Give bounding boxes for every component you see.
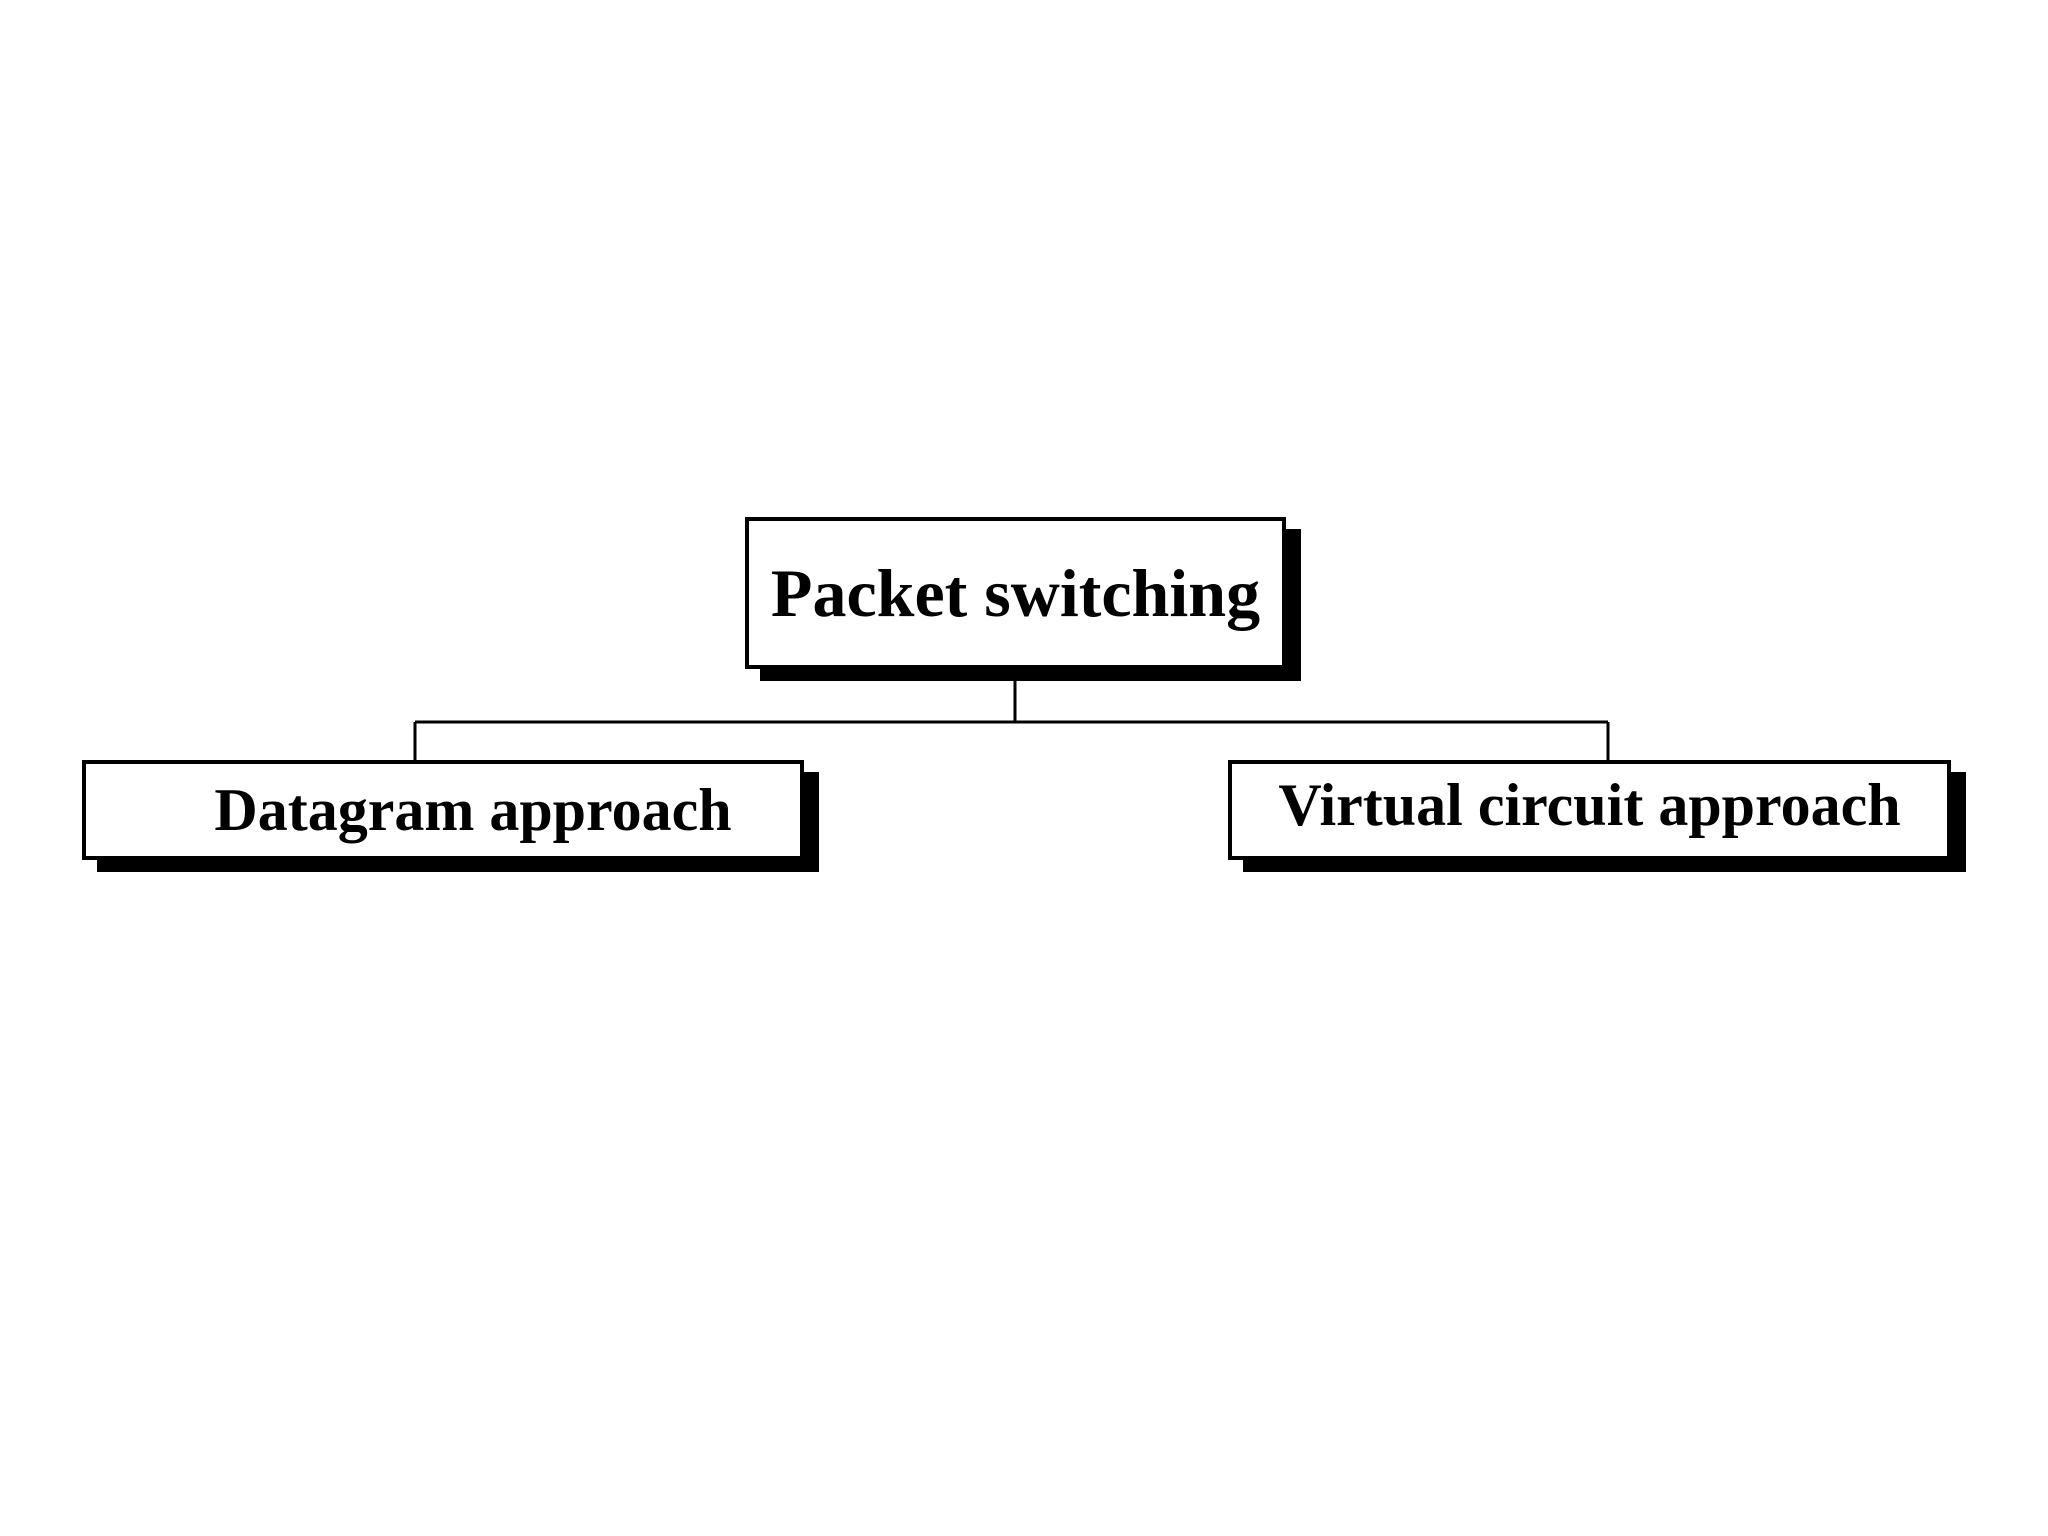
virtual-circuit-approach-label: Virtual circuit approach xyxy=(1278,771,1901,838)
datagram-approach-label: Datagram approach xyxy=(214,776,732,843)
virtual-circuit-approach-node: Virtual circuit approach xyxy=(1228,760,1951,860)
packet-switching-node: Packet switching xyxy=(745,517,1286,669)
packet-switching-label: Packet switching xyxy=(770,554,1261,631)
datagram-approach-node: Datagram approach xyxy=(82,760,804,860)
